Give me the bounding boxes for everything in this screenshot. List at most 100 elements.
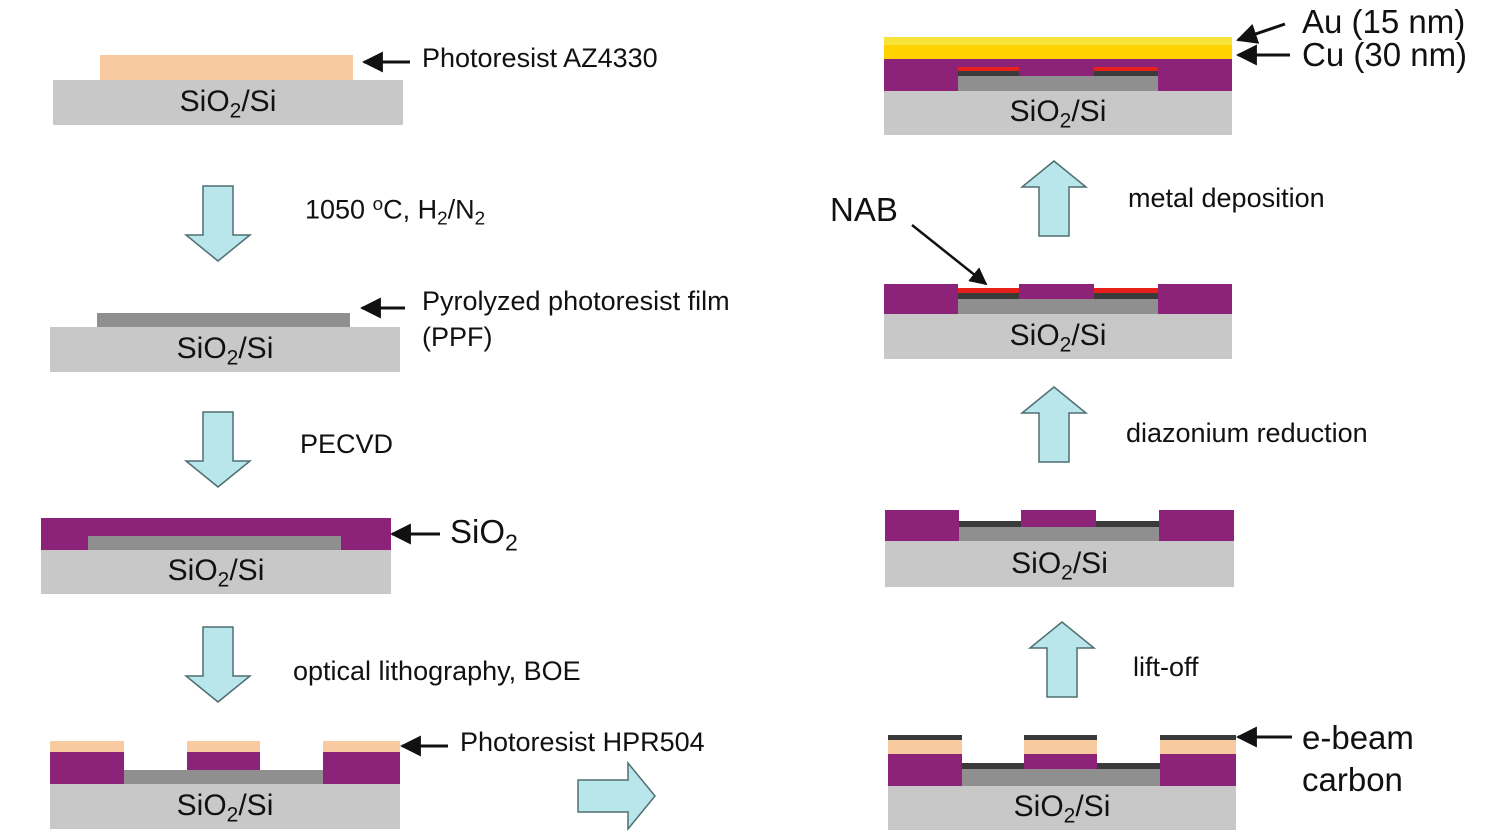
sio2-block bbox=[885, 510, 959, 541]
au-label: Au (15 nm) bbox=[1302, 3, 1466, 40]
process-arrow-up bbox=[1019, 386, 1089, 463]
process-arrow-down bbox=[183, 411, 253, 488]
photoresist-block bbox=[50, 741, 124, 752]
substrate-label: SiO2/Si bbox=[179, 85, 277, 123]
ppf-label-line1: Pyrolyzed photoresist film bbox=[422, 286, 730, 316]
step4-stack bbox=[50, 741, 400, 829]
substrate-layer bbox=[888, 786, 1236, 830]
cu-layer bbox=[884, 45, 1232, 59]
photoresist-az4330-label: Photoresist AZ4330 bbox=[422, 43, 658, 73]
sio2-block bbox=[1024, 754, 1097, 769]
ppf-layer bbox=[930, 299, 1182, 314]
carbon-layer bbox=[962, 763, 1024, 769]
sio2-block bbox=[1019, 284, 1094, 299]
ppf-layer bbox=[97, 770, 350, 784]
ebeam-carbon-line2: carbon bbox=[1302, 760, 1403, 798]
sio2-block bbox=[1158, 59, 1232, 91]
carbon-layer bbox=[1096, 521, 1159, 527]
sio2-block bbox=[1019, 59, 1094, 76]
photoresist-hpr504-label: Photoresist HPR504 bbox=[460, 727, 705, 757]
carbon-layer bbox=[1024, 735, 1097, 740]
substrate-layer bbox=[41, 550, 391, 594]
substrate-label: SiO2/Si bbox=[167, 554, 265, 592]
cu-label: Cu (30 nm) bbox=[1302, 36, 1468, 73]
ebeam-carbon-line1: e-beam bbox=[1302, 719, 1414, 756]
process-arrow-down bbox=[183, 185, 253, 262]
ppf-layer bbox=[88, 536, 341, 550]
photoresist-block bbox=[187, 741, 260, 752]
ebeam-carbon-label: e-beam carbon bbox=[1302, 718, 1414, 799]
substrate-label: SiO2/Si bbox=[176, 332, 274, 370]
carbon-layer bbox=[888, 735, 962, 740]
nab-layer bbox=[958, 67, 1019, 71]
pointer-arrow bbox=[1236, 22, 1286, 44]
process-arrow-down bbox=[183, 626, 253, 703]
carbon-layer bbox=[958, 71, 1019, 76]
sio2-block bbox=[1160, 754, 1236, 786]
process-arrow-right bbox=[577, 760, 656, 832]
lithography-label: optical lithography, BOE bbox=[293, 656, 581, 686]
nab-layer bbox=[1094, 288, 1158, 293]
sio2-block bbox=[187, 752, 260, 770]
step6-stack bbox=[885, 510, 1234, 587]
pointer-line bbox=[911, 224, 988, 286]
substrate-layer bbox=[885, 541, 1234, 587]
photoresist-block bbox=[1024, 739, 1097, 754]
step8-stack bbox=[884, 37, 1232, 135]
sio2-block bbox=[50, 752, 124, 784]
sio2-block bbox=[958, 59, 1019, 67]
step1-stack bbox=[53, 55, 403, 125]
substrate-label: SiO2/Si bbox=[1009, 319, 1107, 357]
carbon-layer bbox=[959, 521, 1021, 527]
sio2-block bbox=[1021, 510, 1096, 527]
au-layer bbox=[884, 37, 1232, 45]
photoresist-block bbox=[1160, 739, 1236, 754]
ppf-layer bbox=[932, 527, 1185, 541]
substrate-label: SiO2/Si bbox=[1013, 790, 1111, 828]
sio2-block bbox=[1159, 510, 1234, 541]
sio2-block bbox=[1158, 284, 1232, 314]
photoresist-layer bbox=[100, 55, 353, 80]
substrate-label: SiO2/Si bbox=[1009, 95, 1107, 133]
substrate-layer bbox=[50, 327, 400, 372]
metal-deposition-label: metal deposition bbox=[1128, 183, 1325, 213]
sio2-block bbox=[884, 59, 958, 91]
ppf-layer bbox=[97, 313, 350, 327]
pecvd-label: PECVD bbox=[300, 429, 394, 459]
substrate-label: SiO2/Si bbox=[1011, 547, 1108, 585]
carbon-layer bbox=[1094, 71, 1158, 76]
photoresist-block bbox=[323, 741, 400, 752]
substrate-label: SiO2/Si bbox=[176, 789, 274, 827]
diazonium-label: diazonium reduction bbox=[1126, 418, 1368, 448]
process-arrow-up bbox=[1027, 621, 1097, 698]
substrate-layer bbox=[50, 784, 400, 829]
ppf-layer bbox=[930, 76, 1182, 91]
photoresist-block bbox=[888, 739, 962, 754]
carbon-layer bbox=[1094, 293, 1158, 299]
ppf-label-line2: (PPF) bbox=[422, 321, 493, 352]
sio2-label: SiO2 bbox=[450, 513, 518, 556]
ppf-label: Pyrolyzed photoresist film (PPF) bbox=[422, 285, 730, 355]
nab-layer bbox=[958, 288, 1019, 293]
sio2-block bbox=[888, 754, 962, 786]
step7-stack bbox=[884, 284, 1232, 359]
carbon-layer bbox=[1097, 763, 1160, 769]
nab-label: NAB bbox=[830, 191, 898, 228]
step2-stack bbox=[50, 313, 400, 372]
substrate-layer bbox=[884, 314, 1232, 359]
carbon-layer bbox=[1160, 735, 1236, 740]
ppf-layer bbox=[933, 769, 1187, 786]
pyrolysis-condition-label: 1050 oC, H2/N2 bbox=[305, 194, 486, 230]
liftoff-label: lift-off bbox=[1133, 652, 1199, 682]
substrate-layer bbox=[884, 91, 1232, 135]
sio2-block bbox=[323, 752, 400, 784]
step3-stack bbox=[41, 518, 391, 594]
substrate-layer bbox=[53, 80, 403, 125]
process-arrow-up bbox=[1019, 160, 1089, 237]
nab-layer bbox=[1094, 67, 1158, 71]
step5-stack bbox=[888, 735, 1236, 830]
carbon-layer bbox=[958, 293, 1019, 299]
sio2-block bbox=[884, 284, 958, 314]
sio2-block bbox=[1094, 59, 1158, 67]
